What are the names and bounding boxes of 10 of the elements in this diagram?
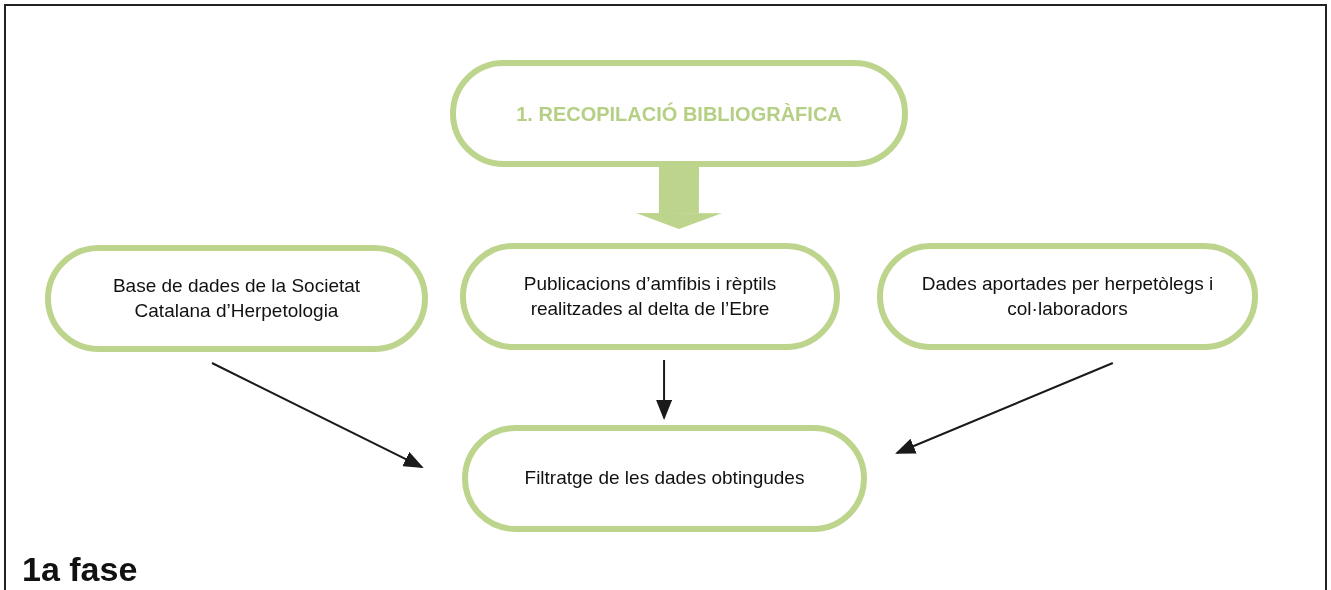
node-text: Base de dades de la Societat Catalana d’Herpetologia xyxy=(111,273,362,323)
arrow xyxy=(656,359,673,421)
node-text: Publicacions d’amfibis i rèptils realitzades al delta de l’Ebre xyxy=(522,271,778,321)
node-text: Filtratge de les dades obtingudes xyxy=(523,466,806,491)
phase-label: 1a fase xyxy=(22,550,138,589)
arrow xyxy=(211,362,424,469)
block-arrow xyxy=(635,166,722,230)
node-text: Dades aportades per herpetòlegs i col·laboradors xyxy=(920,271,1215,321)
arrow xyxy=(895,362,1114,455)
node-text: 1. RECOPILACIÓ BIBLIOGRÀFICA xyxy=(515,101,843,127)
